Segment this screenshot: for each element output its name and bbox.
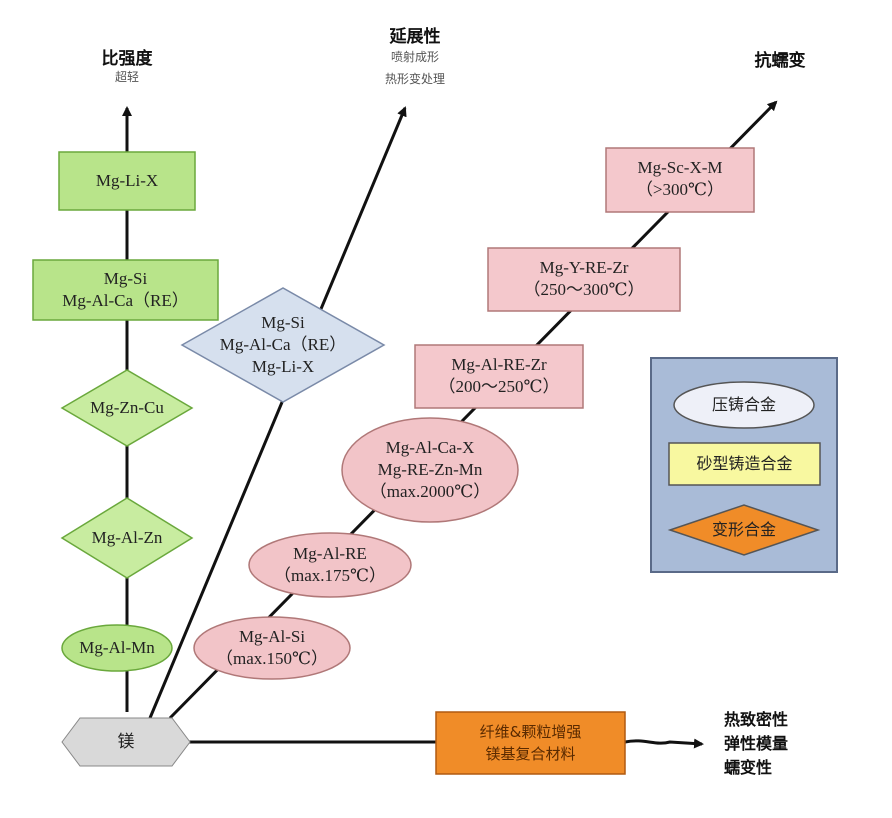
strength-node-mg-si: [32, 259, 219, 321]
legend-label-die-cast: 压铸合金: [711, 395, 776, 414]
line: Mg-Si: [261, 313, 305, 332]
line: （200～250℃）: [438, 377, 560, 396]
strength-node-label-1: Mg-Li-X: [59, 170, 195, 192]
strength-node-label-3: Mg-Zn-Cu: [62, 397, 192, 419]
ductility-axis-subtitle-1: 喷射成形: [390, 50, 439, 64]
creep-node-mg-al-re: [248, 532, 412, 598]
strength-node-mg-al-mn: [61, 624, 173, 672]
line: Mg-Al-Ca（RE）: [62, 291, 189, 310]
legend-swatch-wrought: [667, 504, 821, 556]
legend-swatch-sand-cast: [668, 442, 821, 486]
line: Mg-Al-Ca（RE）: [219, 335, 347, 354]
composite-properties: 热致密性 弹性模量 蠕变性: [724, 708, 834, 780]
origin-label: 镁: [117, 732, 135, 751]
line: （>300℃）: [635, 180, 725, 199]
composite-node-label: 纤维&颗粒增强 镁基复合材料: [436, 721, 625, 765]
line: Mg-Sc-X-M: [637, 158, 723, 177]
strength-axis-subtitle: 超轻: [114, 70, 139, 84]
ductility-axis-subtitle-2: 热形变处理: [384, 72, 445, 86]
line: Mg-Al-RE-Zr: [451, 355, 547, 374]
strength-node-mg-zn-cu: [60, 369, 194, 447]
creep-axis-title: 抗蠕变: [754, 51, 806, 71]
creep-node-label-3: Mg-Al-Ca-X Mg-RE-Zn-Mn （max.2000℃）: [342, 437, 518, 503]
line: Mg-Al-Zn: [91, 528, 163, 547]
composite-node: [435, 711, 626, 775]
creep-node-mg-al-re-zr: [414, 344, 584, 409]
strength-axis-title: 比强度: [101, 49, 153, 69]
composite-property-3: 蠕变性: [724, 758, 773, 777]
ductility-node: [180, 287, 386, 403]
line: Mg-Al-Ca-X: [385, 438, 475, 457]
line: Mg-Al-Mn: [79, 638, 155, 657]
line: Mg-Al-RE: [293, 544, 367, 563]
line: （250～300℃）: [523, 280, 645, 299]
strength-node-mg-li-x: [58, 151, 196, 211]
line: Mg-Al-Si: [238, 627, 306, 646]
legend-swatch-die-cast: [673, 381, 815, 429]
creep-node-mg-al-si: [193, 616, 351, 680]
line: 镁基复合材料: [485, 745, 576, 763]
line: （max.150℃）: [215, 649, 329, 668]
strength-node-mg-al-zn: [60, 497, 194, 579]
line: 纤维&颗粒增强: [479, 723, 582, 741]
composite-axis-arrow: [624, 738, 704, 749]
line: （max.175℃）: [273, 566, 387, 585]
strength-node-label-2: Mg-Si Mg-Al-Ca（RE）: [33, 268, 218, 312]
ductility-axis-title: 延展性: [389, 27, 441, 47]
creep-node-label-4: Mg-Al-RE-Zr （200～250℃）: [415, 354, 583, 398]
legend-label-sand-cast: 砂型铸造合金: [696, 454, 793, 473]
strength-node-label-5: Mg-Al-Mn: [62, 637, 172, 659]
line: Mg-Li-X: [251, 357, 315, 376]
composite-property-1: 热致密性: [724, 710, 789, 729]
line: Mg-Si: [103, 269, 148, 288]
origin-hexagon: [61, 717, 191, 767]
line: Mg-Li-X: [95, 171, 159, 190]
line: Mg-Zn-Cu: [90, 398, 164, 417]
creep-node-mg-al-ca-x: [341, 417, 519, 523]
line: Mg-Y-RE-Zr: [539, 258, 629, 277]
creep-node-mg-sc-x-m: [605, 147, 755, 213]
creep-node-label-6: Mg-Sc-X-M （>300℃）: [606, 157, 754, 201]
creep-node-label-2: Mg-Al-RE （max.175℃）: [249, 543, 411, 587]
line: （max.2000℃）: [369, 482, 491, 501]
creep-node-mg-y-re-zr: [487, 247, 681, 312]
composite-property-2: 弹性模量: [724, 734, 789, 753]
line: Mg-RE-Zn-Mn: [377, 460, 483, 479]
strength-node-label-4: Mg-Al-Zn: [62, 527, 192, 549]
legend-label-wrought: 变形合金: [711, 520, 776, 539]
ductility-node-label: Mg-Si Mg-Al-Ca（RE） Mg-Li-X: [203, 312, 363, 378]
creep-node-label-5: Mg-Y-RE-Zr （250～300℃）: [488, 257, 680, 301]
creep-node-label-1: Mg-Al-Si （max.150℃）: [194, 626, 350, 670]
ductility-axis-arrow: [148, 106, 407, 719]
